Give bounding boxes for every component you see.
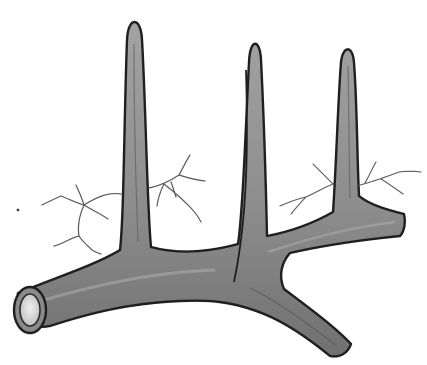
lumen-opening [20,294,40,326]
left-root-hairs [42,185,121,254]
main-branch [17,22,405,356]
stray-dot [17,209,20,212]
center-root-hairs [149,155,205,222]
